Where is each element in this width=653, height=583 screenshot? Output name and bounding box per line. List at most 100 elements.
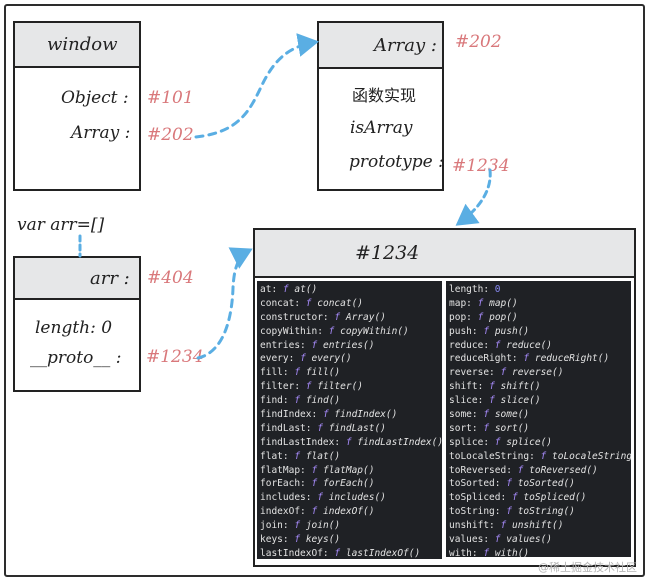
method-value: at() [294,284,318,295]
method-key: values: [449,534,490,546]
function-icon: f [494,534,501,546]
method-row: toSorted: f toSorted() [449,477,631,491]
method-row: entries: f entries() [260,339,442,353]
method-row: filter: f filter() [260,380,442,394]
method-row: findLast: f findLast() [260,422,442,436]
method-value: includes() [328,492,386,504]
function-icon: f [483,547,490,557]
method-key: includes: [260,492,312,504]
method-value: splice() [506,436,553,448]
method-key: concat: [260,297,301,309]
function-icon: f [294,534,301,546]
method-key: forEach: [260,478,306,490]
function-icon: f [483,409,490,421]
method-row: every: f every() [260,352,442,366]
function-icon: f [334,311,341,323]
function-icon: f [300,353,306,365]
method-key: reverse: [449,367,495,379]
method-row: shift: f shift() [449,380,631,394]
function-icon: f [294,450,301,462]
method-value: 0 [494,284,501,295]
method-row: flat: f flat() [260,450,442,464]
method-key: length: [449,284,490,295]
method-row: toReversed: f toReversed() [449,464,631,478]
method-value: fill() [305,367,341,379]
method-value: forEach() [322,478,375,490]
method-value: findLast() [328,422,386,434]
arrow-window-to-array [194,33,319,139]
function-icon: f [282,284,289,295]
method-row: copyWithin: f copyWithin() [260,325,442,339]
window-object-label: Object : [61,88,129,108]
method-row: includes: f includes() [260,491,442,505]
function-icon: f [483,325,490,337]
method-key: constructor: [260,311,329,323]
method-row: splice: f splice() [449,436,631,450]
method-row: reduce: f reduce() [449,339,631,353]
method-key: unshift: [449,520,495,532]
method-value: with() [494,547,530,557]
function-icon: f [311,506,318,518]
method-value: reduceRight() [534,353,610,365]
method-row: indexOf: f indexOf() [260,505,442,519]
prototype-methods-left-panel: at: f at()concat: f concat()constructor:… [257,281,442,559]
method-row: keys: f keys() [260,533,442,547]
array-box-header: Array : [319,23,442,69]
var-declaration: var arr=[] [17,215,105,235]
array-box-address: #202 [455,32,502,52]
method-value: filter() [317,381,364,393]
array-box-title: Array : [374,34,437,56]
method-key: toSpliced: [449,492,507,504]
method-value: push() [494,325,530,337]
diagram-frame [4,4,645,577]
method-row: map: f map() [449,297,631,311]
method-row: with: f with() [449,547,631,557]
method-value: findIndex() [334,409,398,421]
function-icon: f [305,381,312,393]
method-row: slice: f slice() [449,394,631,408]
method-row: values: f values() [449,533,631,547]
function-icon: f [517,464,524,476]
arrow-proto-to-proto-box [196,247,253,360]
array-row-impl: 函数实现 [352,86,417,105]
prototype-box-header: #1234 [255,230,634,278]
method-value: pop() [489,311,518,323]
method-key: findLast: [260,422,312,434]
method-row: concat: f concat() [260,297,442,311]
function-icon: f [540,450,547,462]
method-value: sort() [494,422,530,434]
method-key: fill: [260,367,289,379]
method-key: indexOf: [260,506,306,518]
method-value: slice() [500,395,541,407]
arr-box-title: arr : [90,267,130,289]
function-icon: f [511,492,518,504]
method-key: map: [449,297,472,309]
function-icon: f [328,325,335,337]
method-key: toReversed: [449,464,512,476]
window-box: window [13,21,141,191]
function-icon: f [317,422,323,434]
method-key: lastIndexOf: [260,547,329,559]
method-key: toSorted: [449,478,501,490]
method-value: toSorted() [517,478,575,490]
arr-length-row: length: 0 [35,318,113,338]
method-row: find: f find() [260,394,442,408]
prototype-box-title: #1234 [355,242,420,264]
method-key: join: [260,520,289,532]
method-row: fill: f fill() [260,366,442,380]
method-key: pop: [449,311,472,323]
function-icon: f [494,339,501,351]
method-key: reduceRight: [449,353,518,365]
method-value: Array() [345,311,386,323]
method-value: keys() [305,534,341,546]
array-row-prototype: prototype : [349,152,444,172]
method-key: find: [260,395,289,407]
method-key: splice: [449,436,490,448]
method-value: toReversed() [529,464,598,476]
method-row: unshift: f unshift() [449,519,631,533]
method-key: filter: [260,381,301,393]
method-value: toLocaleString() [552,450,631,462]
window-box-title: window [47,34,118,55]
function-icon: f [477,311,484,323]
